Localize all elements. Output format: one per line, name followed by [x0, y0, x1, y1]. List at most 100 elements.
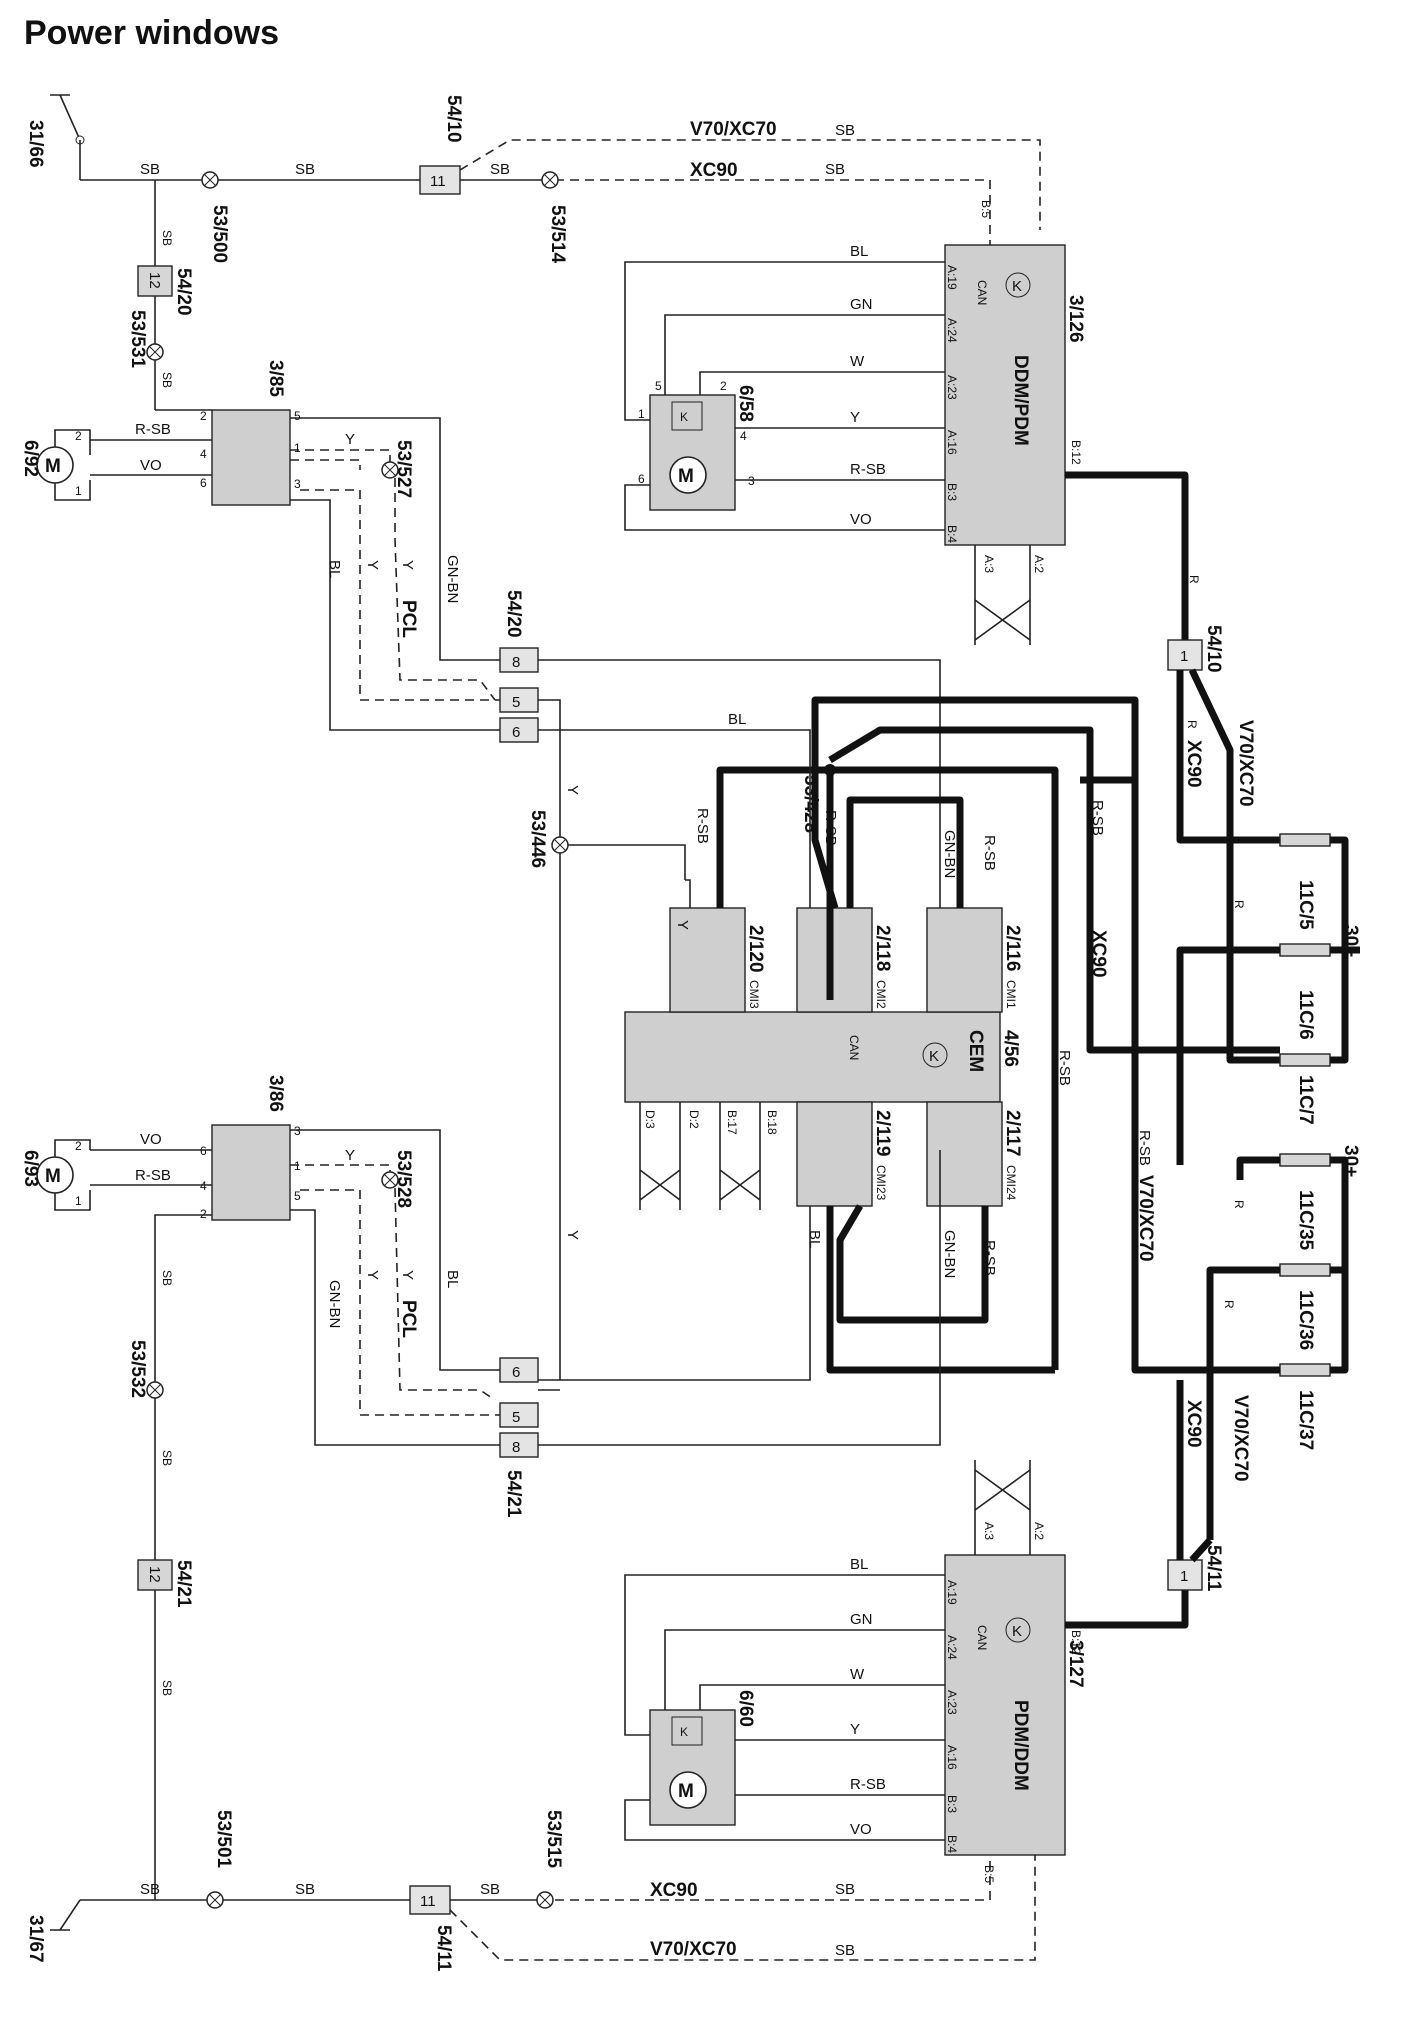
svg-text:1: 1 [1180, 648, 1188, 665]
svg-text:GN: GN [850, 1611, 873, 1628]
svg-text:11C/37: 11C/37 [1295, 1390, 1316, 1450]
svg-text:R-SB: R-SB [850, 461, 886, 478]
relay-2-117: 2/117 CMI24 [926, 1101, 1023, 1207]
svg-text:5: 5 [294, 1189, 301, 1203]
svg-text:R-SB: R-SB [1056, 1050, 1073, 1086]
svg-text:V70/XC70: V70/XC70 [1230, 1395, 1251, 1482]
switch-3-85: 3/85 2 4 6 5 1 3 [200, 360, 301, 506]
svg-text:B:4: B:4 [945, 1835, 959, 1853]
svg-text:R-SB: R-SB [694, 808, 711, 844]
svg-text:1: 1 [75, 1194, 82, 1208]
svg-text:SB: SB [825, 161, 845, 178]
svg-text:3/85: 3/85 [265, 360, 286, 397]
svg-text:A:16: A:16 [945, 1745, 959, 1770]
svg-text:Y: Y [364, 1270, 381, 1280]
svg-text:K: K [1012, 1623, 1022, 1640]
svg-text:R: R [1222, 1300, 1236, 1309]
svg-text:SB: SB [835, 1942, 855, 1959]
svg-text:M: M [678, 466, 694, 487]
svg-text:BL: BL [806, 1230, 823, 1248]
label-ground-top: 31/66 [25, 120, 46, 168]
svg-text:6: 6 [200, 1144, 207, 1158]
connector-54-20: 8 5 6 54/20 [499, 590, 539, 743]
svg-text:54/11: 54/11 [433, 1925, 454, 1972]
svg-text:K: K [1012, 278, 1022, 295]
svg-text:1: 1 [75, 484, 82, 498]
svg-text:5: 5 [512, 1409, 520, 1426]
svg-text:SB: SB [160, 230, 174, 246]
svg-text:R-SB: R-SB [822, 810, 839, 846]
svg-text:54/10: 54/10 [1203, 625, 1224, 673]
svg-text:30+: 30+ [1340, 1145, 1361, 1177]
svg-text:CMI24: CMI24 [1004, 1165, 1018, 1201]
svg-text:31/67: 31/67 [25, 1915, 46, 1963]
svg-text:53/500: 53/500 [209, 205, 230, 263]
svg-text:54/20: 54/20 [173, 268, 194, 316]
svg-text:CMI2: CMI2 [874, 980, 888, 1009]
svg-text:4/56: 4/56 [1000, 1030, 1021, 1067]
relay-2-119: 2/119 CMI23 [796, 1101, 893, 1207]
svg-text:3: 3 [294, 477, 301, 491]
connector-54-10-top: 11 54/10 [419, 95, 464, 195]
connector-54-11-bottom: 11 54/11 [409, 1885, 454, 1972]
svg-text:VO: VO [850, 511, 872, 528]
svg-text:K: K [929, 1048, 939, 1065]
svg-text:6: 6 [512, 1364, 520, 1381]
svg-text:53/527: 53/527 [393, 440, 414, 498]
svg-text:Y: Y [564, 1230, 581, 1240]
svg-text:A:19: A:19 [945, 265, 959, 290]
svg-text:A:3: A:3 [982, 1522, 996, 1540]
svg-text:2: 2 [200, 409, 207, 423]
svg-text:SB: SB [835, 1881, 855, 1898]
svg-text:M: M [678, 1781, 694, 1802]
svg-text:Y: Y [399, 1270, 416, 1280]
svg-text:6/60: 6/60 [735, 1690, 756, 1727]
svg-text:CEM: CEM [965, 1030, 986, 1072]
svg-text:1: 1 [1180, 1568, 1188, 1585]
motor-6-93: M 6/93 2 1 [20, 1139, 91, 1211]
motor-6-58: K M 6/58 5 2 1 4 6 3 [638, 379, 756, 511]
svg-text:PDM/DDM: PDM/DDM [1010, 1700, 1031, 1791]
module-ddm-pdm-3-126: 3/126 DDM/PDM K CAN A:19 A:24 A:23 A:16 … [944, 244, 1086, 573]
svg-text:Y: Y [364, 560, 381, 570]
svg-text:R-SB: R-SB [981, 835, 998, 871]
svg-text:A:24: A:24 [945, 1635, 959, 1660]
svg-text:SB: SB [295, 161, 315, 178]
svg-text:A:16: A:16 [945, 430, 959, 455]
splice-53-532: 53/532 [127, 1340, 164, 1399]
svg-text:CMI3: CMI3 [747, 980, 761, 1009]
motor-6-60: K M 6/60 [649, 1690, 756, 1826]
svg-text:B:4: B:4 [945, 525, 959, 543]
svg-text:2/120: 2/120 [745, 925, 766, 973]
svg-text:B:18: B:18 [765, 1110, 779, 1135]
svg-text:R: R [1232, 900, 1246, 909]
connector-54-21: 6 5 8 54/21 [499, 1357, 539, 1518]
svg-text:8: 8 [512, 654, 520, 671]
splice-53-527: 53/527 [381, 440, 414, 498]
svg-text:SB: SB [295, 1881, 315, 1898]
svg-text:SB: SB [160, 1450, 174, 1466]
svg-text:VO: VO [140, 457, 162, 474]
svg-text:V70/XC70: V70/XC70 [650, 1939, 737, 1960]
svg-text:Y: Y [850, 1721, 860, 1738]
svg-text:1: 1 [638, 407, 645, 421]
svg-text:6: 6 [512, 724, 520, 741]
svg-text:53/531: 53/531 [127, 310, 148, 369]
svg-text:XC90: XC90 [1088, 930, 1109, 978]
svg-text:B:17: B:17 [725, 1110, 739, 1135]
svg-text:2: 2 [200, 1207, 207, 1221]
module-pdm-ddm-3-127: 3/127 PDM/DDM K CAN A:19 A:24 A:23 A:16 … [944, 1522, 1086, 1883]
svg-text:5: 5 [512, 694, 520, 711]
svg-text:Y: Y [399, 560, 416, 570]
svg-text:R: R [1232, 1200, 1246, 1209]
svg-text:K: K [680, 410, 688, 424]
svg-text:11: 11 [430, 173, 446, 190]
svg-text:A:2: A:2 [1032, 555, 1046, 573]
svg-text:4: 4 [200, 1179, 207, 1193]
splice-53-515: 53/515 [536, 1810, 564, 1909]
svg-text:B:3: B:3 [945, 483, 959, 501]
svg-text:D:3: D:3 [643, 1110, 657, 1129]
svg-text:4: 4 [740, 429, 747, 443]
svg-text:BL: BL [444, 1270, 461, 1288]
